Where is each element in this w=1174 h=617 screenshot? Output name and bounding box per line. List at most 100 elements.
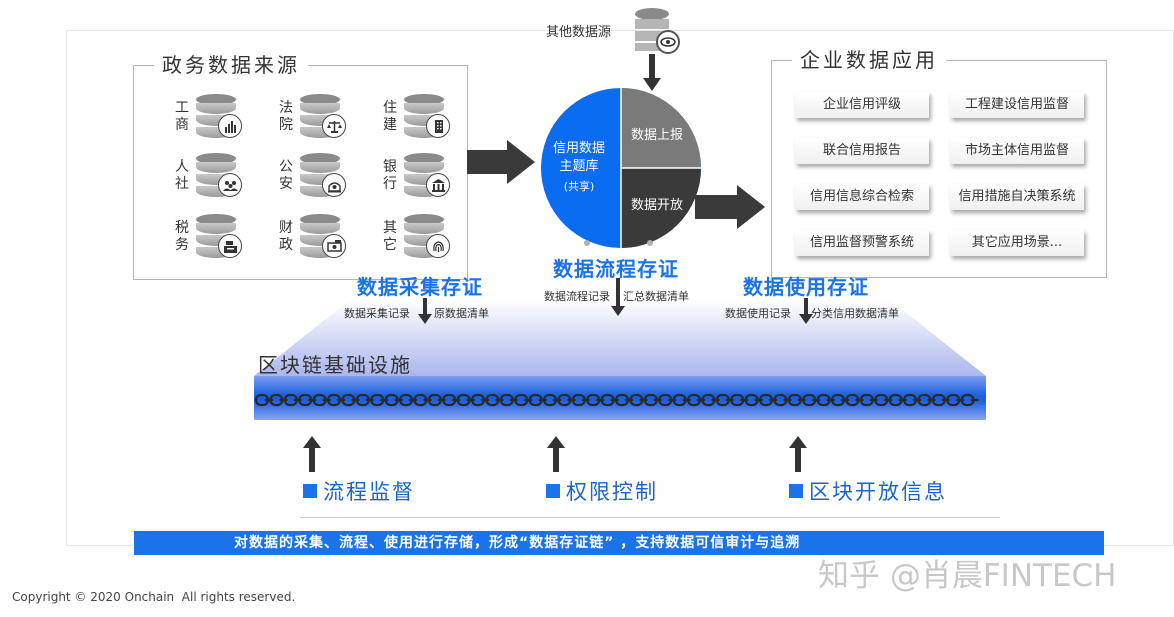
arrow-up-block-info	[789, 436, 807, 472]
database-cap	[404, 153, 444, 164]
database-icon	[196, 214, 242, 260]
database-layer	[196, 223, 236, 234]
money-icon	[322, 234, 346, 258]
app-item: 市场主体信用监督	[950, 138, 1084, 164]
database-cap	[196, 94, 236, 105]
gov-source-label: 银行	[383, 159, 397, 192]
collect-list-label: 原数据清单	[434, 307, 489, 320]
database-cap	[196, 214, 236, 225]
database-layer	[300, 103, 340, 114]
database-eye-icon	[635, 8, 680, 54]
square-bullet-icon	[789, 484, 803, 498]
control-permission: 权限控制	[546, 476, 658, 506]
arrow-right-gov-to-db	[467, 140, 535, 184]
people-icon	[218, 173, 242, 197]
arrow-up-process	[303, 436, 321, 472]
gov-source-label: 公安	[279, 159, 293, 192]
control-block-info: 区块开放信息	[789, 476, 947, 506]
database-icon	[300, 153, 346, 199]
summary-text: 对数据的采集、流程、使用进行存储，形成“数据存证链” ，支持数据可信审计与追溯	[234, 535, 801, 551]
gov-sources-title: 政务数据来源	[154, 52, 308, 78]
collect-evidence-title: 数据采集存证	[357, 275, 483, 299]
pie-report-label: 数据上报	[630, 128, 683, 143]
app-item: 联合信用报告	[795, 138, 929, 164]
use-list-label: 分类信用数据清单	[811, 307, 899, 320]
gov-source-label: 人社	[175, 159, 189, 192]
control-label: 权限控制	[566, 480, 658, 504]
database-cap	[196, 153, 236, 164]
arrow-down-use	[799, 298, 813, 324]
summary-banner: 对数据的采集、流程、使用进行存储，形成“数据存证链” ，支持数据可信审计与追溯	[134, 531, 1104, 555]
database-layer	[196, 127, 236, 138]
gov-sources-box: 政务数据来源	[133, 52, 468, 280]
control-label: 区块开放信息	[809, 480, 947, 504]
skyscraper-icon	[426, 114, 450, 138]
app-item: 企业信用评级	[795, 92, 929, 118]
database-layer	[404, 247, 444, 258]
arrow-down-source	[643, 54, 661, 91]
database-icon	[404, 153, 450, 199]
database-layer	[196, 235, 236, 246]
gov-source-label: 住建	[383, 100, 397, 133]
police-icon	[322, 173, 346, 197]
pie-connector-dots	[584, 240, 653, 246]
use-evidence-title: 数据使用存证	[743, 275, 869, 299]
app-item: 信用措施自决策系统	[950, 184, 1084, 210]
building-chart-icon	[218, 114, 242, 138]
fingerprint-icon	[426, 234, 450, 258]
database-layer	[404, 103, 444, 114]
database-layer	[196, 247, 236, 258]
database-layer	[300, 247, 340, 258]
database-cap	[404, 94, 444, 105]
arrow-up-permission	[547, 436, 565, 472]
database-layer	[404, 162, 444, 173]
database-layer	[300, 162, 340, 173]
gov-source-label: 其它	[383, 220, 397, 253]
arrow-down-collect	[418, 298, 432, 324]
control-label: 流程监督	[323, 480, 415, 504]
cash-register-icon	[218, 234, 242, 258]
database-layer	[300, 174, 340, 185]
database-cap	[300, 94, 340, 105]
database-icon	[404, 94, 450, 140]
arrow-right-db-to-apps	[695, 185, 765, 229]
collect-record-label: 数据采集记录	[344, 307, 410, 320]
database-layer	[404, 174, 444, 185]
database-layer	[404, 127, 444, 138]
database-cap	[404, 214, 444, 225]
app-item: 工程建设信用监督	[950, 92, 1084, 118]
pie-main-label: 信用数据主题库	[552, 141, 605, 174]
gov-source-label: 法院	[279, 100, 293, 133]
database-cap	[300, 214, 340, 225]
other-source-label: 其他数据源	[546, 25, 612, 40]
database-icon	[196, 153, 242, 199]
flow-list-label: 汇总数据清单	[623, 290, 689, 303]
database-layer	[404, 235, 444, 246]
gov-source-label: 财政	[279, 220, 293, 253]
control-process-supervision: 流程监督	[303, 476, 415, 506]
database-layer	[300, 223, 340, 234]
arrow-down-flow	[611, 278, 625, 316]
copyright: Copyright © 2020 Onchain All rights rese…	[12, 590, 296, 604]
database-layer	[196, 174, 236, 185]
database-icon	[300, 94, 346, 140]
app-item: 信用信息综合检索	[795, 184, 929, 210]
credit-db-pie	[541, 88, 701, 248]
square-bullet-icon	[303, 484, 317, 498]
database-layer	[196, 162, 236, 173]
database-icon	[196, 94, 242, 140]
gov-source-label: 税务	[175, 220, 189, 253]
app-item: 信用监督预警系统	[795, 230, 929, 256]
enterprise-apps-title: 企业数据应用	[792, 47, 946, 73]
divider-line	[300, 517, 1000, 518]
square-bullet-icon	[546, 484, 560, 498]
database-layer	[404, 186, 444, 197]
database-layer	[196, 186, 236, 197]
flow-record-label: 数据流程记录	[544, 290, 610, 303]
database-layer	[300, 115, 340, 126]
use-record-label: 数据使用记录	[725, 307, 791, 320]
blockchain-chain-icon	[254, 393, 979, 407]
database-layer	[404, 223, 444, 234]
database-icon	[300, 214, 346, 260]
database-layer	[196, 103, 236, 114]
